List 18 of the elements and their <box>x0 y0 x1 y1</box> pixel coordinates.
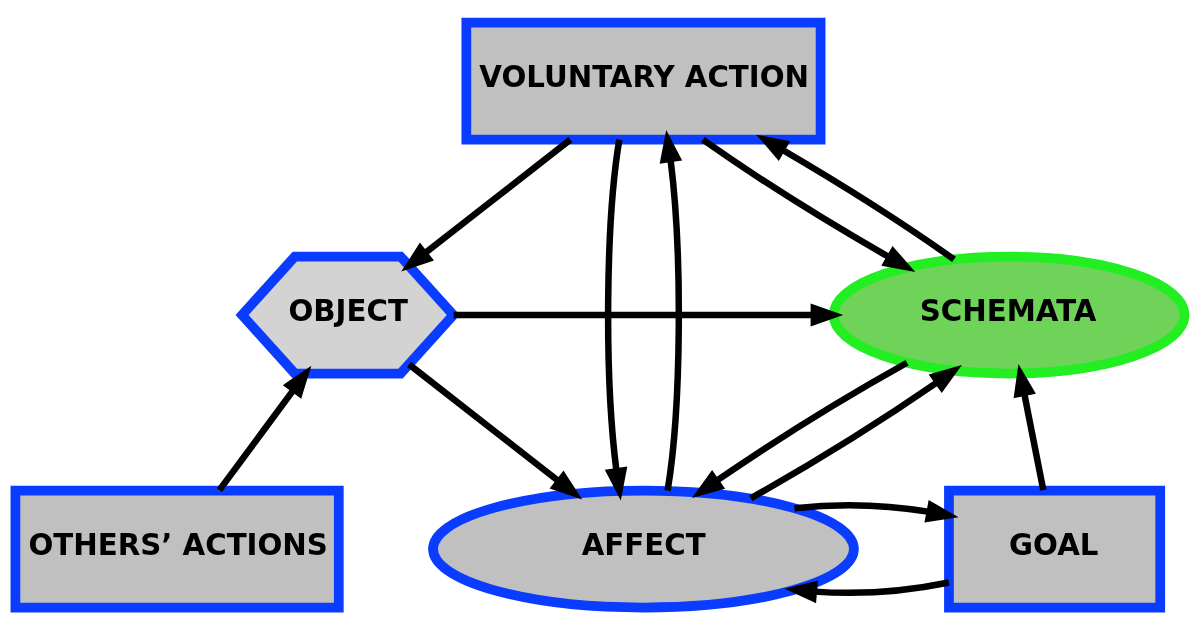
node-box: VOLUNTARY ACTION <box>461 17 826 145</box>
arrow <box>749 365 962 502</box>
arrow <box>784 579 950 604</box>
arrow <box>691 359 909 498</box>
arrow <box>604 139 628 501</box>
arrow <box>701 137 916 272</box>
node-box: GOAL <box>944 485 1166 613</box>
node-ellipse: SCHEMATA <box>828 251 1190 379</box>
arrow <box>659 129 683 492</box>
arrow <box>453 303 844 327</box>
arrow <box>407 361 583 500</box>
arrow <box>1013 364 1047 491</box>
arrow <box>756 134 956 263</box>
arrow <box>216 365 312 493</box>
arrow <box>401 137 573 272</box>
node-box: OTHERS’ ACTIONS <box>10 485 344 613</box>
node-ellipse: AFFECT <box>428 485 859 613</box>
arrow <box>794 500 959 523</box>
